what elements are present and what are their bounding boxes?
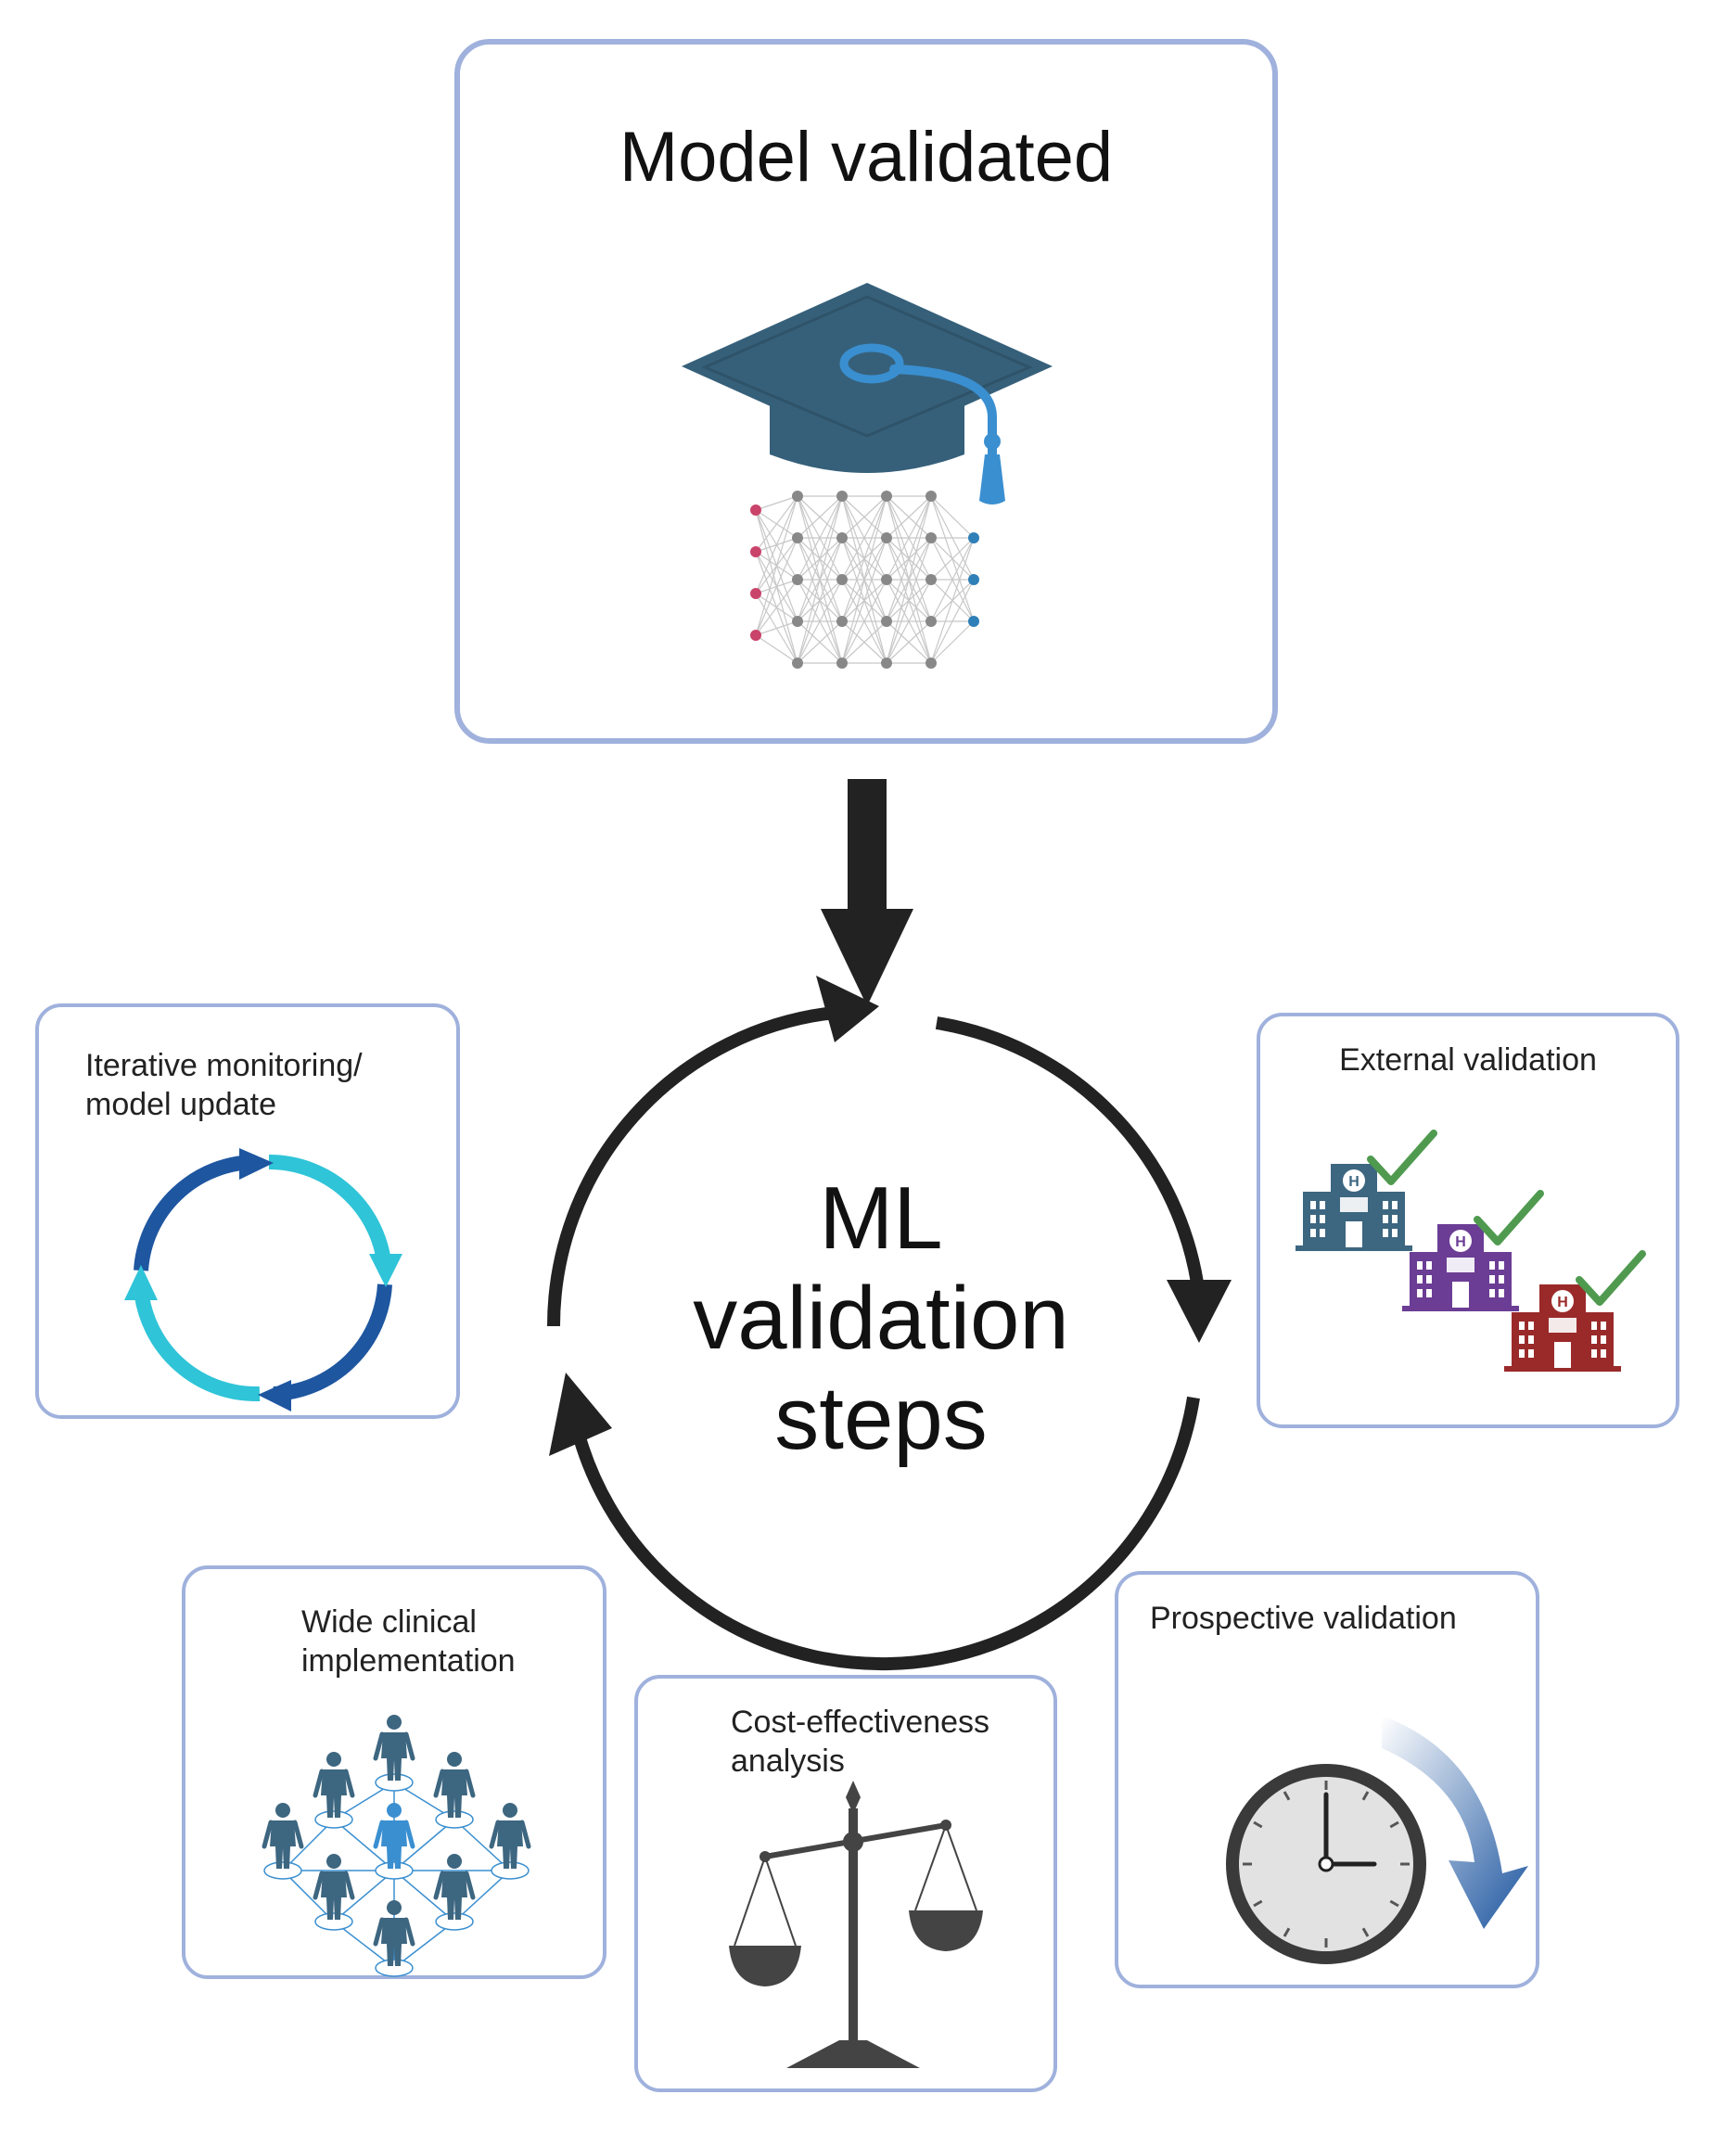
center-title: ML validation steps xyxy=(575,1169,1187,1469)
cycle-arrowhead-right xyxy=(1167,1280,1232,1343)
cycle-arrowhead-top xyxy=(816,976,879,1042)
svg-text:H: H xyxy=(1455,1234,1466,1250)
wide-line-2: implementation xyxy=(301,1643,516,1679)
wide-clinical-label: Wide clinical implementation xyxy=(301,1603,516,1680)
cost-line-2: analysis xyxy=(731,1743,845,1779)
people-network-icon xyxy=(262,1715,531,1977)
center-line-1: ML xyxy=(819,1169,943,1268)
cost-effectiveness-label: Cost-effectiveness analysis xyxy=(731,1703,989,1781)
model-validated-title: Model validated xyxy=(619,118,1114,197)
model-validated-box: Model validated xyxy=(454,39,1278,744)
cycle-arrowhead-left xyxy=(549,1373,612,1456)
center-line-2: validation xyxy=(693,1269,1069,1368)
svg-text:H: H xyxy=(1557,1295,1568,1310)
external-validation-label: External validation xyxy=(1339,1042,1597,1078)
cycle-arrows-icon xyxy=(124,1148,402,1411)
wide-line-1: Wide clinical xyxy=(301,1604,477,1640)
down-arrow xyxy=(821,779,913,1006)
graduation-cap-neural-network-icon xyxy=(682,283,1053,669)
cost-line-1: Cost-effectiveness xyxy=(731,1705,990,1740)
hospitals-checkmark-icon: H H H xyxy=(1296,1130,1646,1372)
prospective-validation-label: Prospective validation xyxy=(1150,1601,1457,1636)
clock-arrow-icon xyxy=(1226,1716,1528,1964)
balance-scale-icon xyxy=(729,1781,983,2068)
cost-effectiveness-box: Cost-effectiveness analysis xyxy=(634,1675,1057,2092)
cycle-arc-bottom xyxy=(566,1396,1200,1671)
cycle-arc-left xyxy=(547,1006,836,1327)
iterative-line-1: Iterative monitoring/ xyxy=(85,1048,363,1083)
iterative-monitoring-box: Iterative monitoring/ model update xyxy=(35,1003,460,1419)
center-line-3: steps xyxy=(774,1369,988,1468)
iterative-line-2: model update xyxy=(85,1087,277,1122)
iterative-monitoring-label: Iterative monitoring/ model update xyxy=(85,1046,363,1124)
svg-text:H: H xyxy=(1348,1174,1359,1190)
cycle-arc-top-right xyxy=(935,1016,1204,1284)
